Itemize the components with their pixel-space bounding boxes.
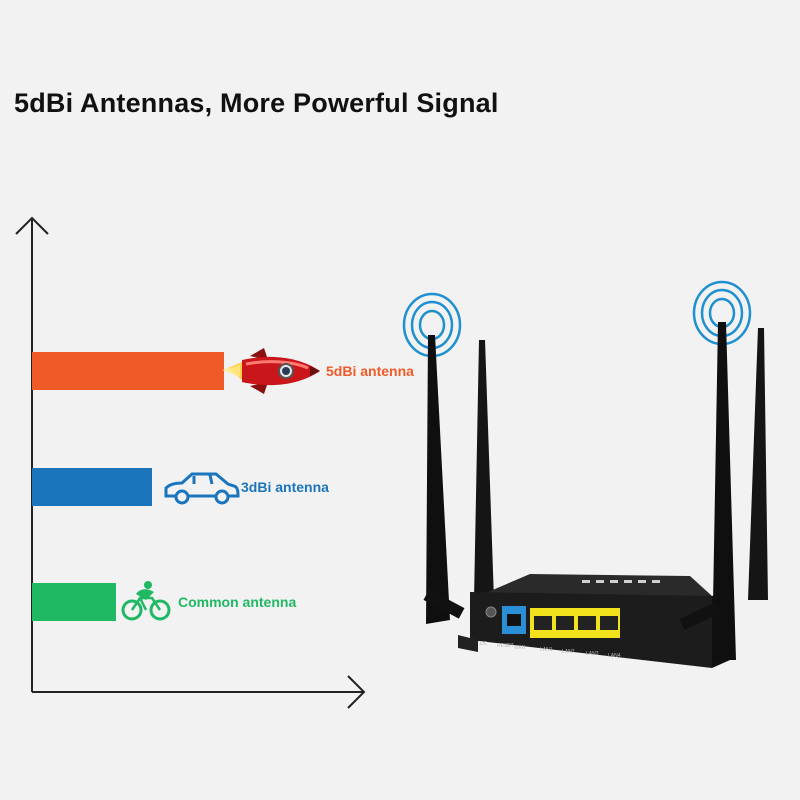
bar-common-antenna: [32, 583, 116, 621]
port-label: LAN1: [540, 647, 553, 653]
page-title: 5dBi Antennas, More Powerful Signal: [14, 88, 499, 118]
bar-label: 5dBi antenna: [326, 363, 414, 379]
port-label: WAN: [514, 645, 526, 651]
rocket-icon: [222, 348, 320, 394]
port-label: DC: [480, 641, 488, 647]
bar-5dbi-antenna: [32, 352, 224, 390]
bar-3dbi-antenna: [32, 468, 152, 506]
led-row: [582, 580, 660, 583]
port-label: LAN2: [562, 649, 575, 655]
lan-ports: [530, 608, 620, 638]
router-foot: [458, 635, 478, 652]
cyclist-icon: [121, 581, 171, 621]
dc-port: [485, 606, 497, 618]
port-label: LAN4: [608, 653, 621, 659]
car-icon: [164, 472, 240, 505]
antenna: [426, 335, 450, 624]
antenna: [748, 328, 768, 600]
y-axis-arrow: [15, 216, 49, 235]
bar-label: Common antenna: [178, 594, 296, 610]
port-label: RESET: [497, 643, 514, 649]
antenna: [712, 322, 736, 660]
x-axis-arrow: [347, 675, 366, 709]
bar-label: 3dBi antenna: [241, 479, 329, 495]
antenna: [474, 340, 494, 600]
port-label: LAN3: [586, 651, 599, 657]
chart-axes: [15, 216, 366, 709]
